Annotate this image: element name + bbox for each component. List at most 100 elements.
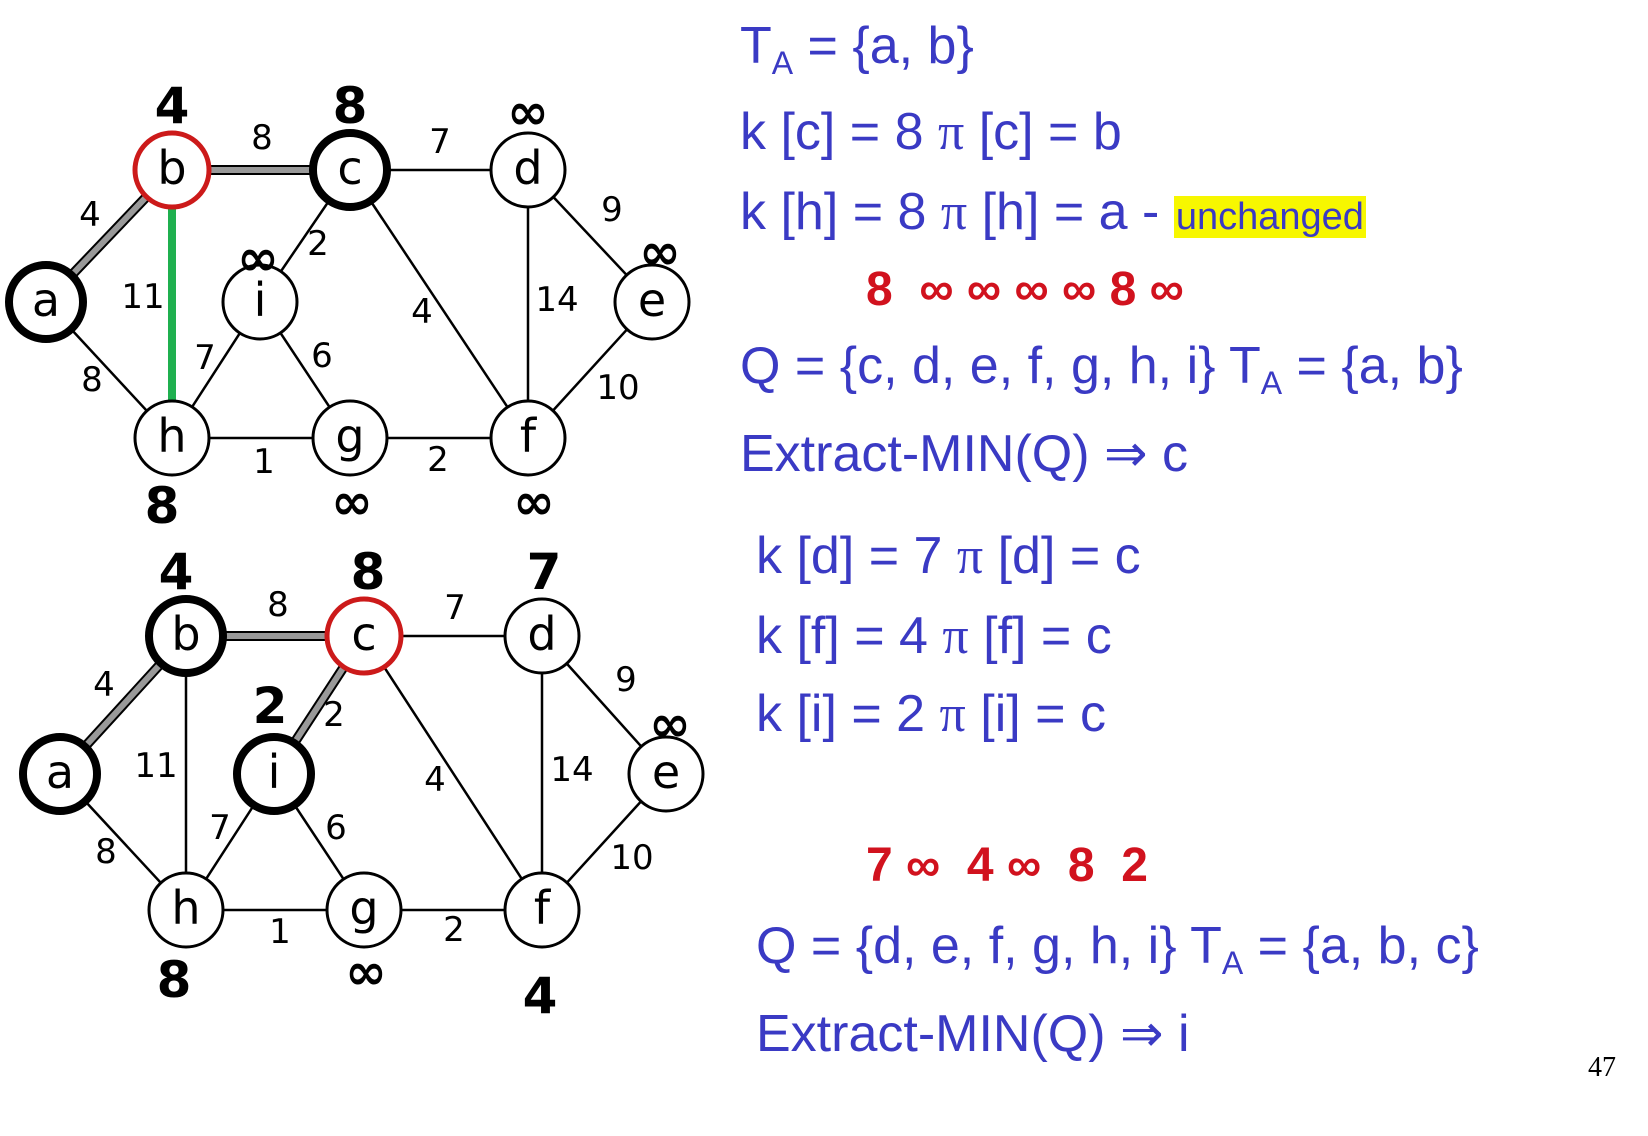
edge-weight-c-d: 7	[429, 122, 451, 162]
key-label-d: ∞	[507, 83, 549, 141]
node-label-b: b	[171, 607, 200, 661]
ta-prefix: T	[740, 17, 772, 75]
edge-weight-i-g: 6	[325, 808, 347, 848]
node-h	[133, 399, 211, 477]
edge-weight-c-i: 2	[307, 224, 329, 264]
node-c	[324, 596, 404, 676]
edge-weight-a-h: 8	[95, 832, 117, 872]
node-e	[613, 263, 691, 341]
edge-weight-c-d: 7	[444, 588, 466, 628]
key-h-line: k [h] = 8 π [h] = a - unchanged	[740, 182, 1366, 242]
key-c-line: k [c] = 8 π [c] = b	[740, 102, 1122, 162]
queue-line-2: Q = {d, e, f, g, h, i} TA = {a, b, c}	[756, 916, 1479, 979]
key-d-line: k [d] = 7 π [d] = c	[756, 526, 1141, 586]
queue-set: Q = {c, d, e, f, g, h, i} T	[740, 337, 1261, 395]
key-f-value: k [f] = 4	[756, 607, 943, 665]
node-e	[627, 735, 705, 813]
edge-weight-e-f: 10	[596, 368, 639, 408]
key-i-line: k [i] = 2 π [i] = c	[756, 684, 1106, 744]
edge-weight-h-i: 7	[194, 338, 216, 378]
node-d	[489, 131, 567, 209]
node-g	[325, 871, 403, 949]
ta-set: = {a, b}	[793, 17, 974, 75]
node-label-e: e	[638, 273, 666, 327]
node-label-c: c	[351, 607, 376, 661]
edge-weight-b-c: 8	[267, 585, 289, 625]
node-f	[503, 871, 581, 949]
node-b	[145, 595, 227, 677]
edge-weight-d-e: 9	[601, 190, 623, 230]
key-label-i: 2	[253, 677, 288, 735]
key-c-value: k [c] = 8	[740, 103, 938, 161]
edge-weight-a-b: 4	[79, 195, 101, 235]
key-i-value: k [i] = 2	[756, 685, 940, 743]
pi-symbol: π	[942, 608, 969, 665]
key-label-f: 4	[523, 967, 558, 1025]
key-label-g: ∞	[345, 943, 387, 1001]
pi-f-value: [f] = c	[968, 607, 1112, 665]
edge-weight-c-f: 4	[424, 760, 446, 800]
node-a	[19, 733, 101, 815]
pi-symbol: π	[937, 104, 965, 161]
ta-set: = {a, b}	[1282, 337, 1463, 395]
key-label-i: ∞	[237, 229, 279, 287]
node-label-h: h	[171, 881, 200, 935]
edge-weight-a-b: 4	[93, 665, 115, 705]
edge-weight-b-h: 11	[121, 277, 164, 317]
edge-weight-c-i: 2	[323, 695, 345, 735]
pi-symbol: π	[940, 184, 968, 241]
key-label-b: 4	[155, 77, 190, 135]
node-i	[233, 733, 315, 815]
node-label-a: a	[32, 273, 60, 327]
node-label-g: g	[335, 409, 364, 463]
ta-line-1: TA = {a, b}	[740, 16, 974, 79]
key-label-c: 8	[333, 77, 368, 135]
edge-weight-d-f: 14	[535, 280, 578, 320]
unchanged-highlight: unchanged	[1173, 196, 1366, 238]
node-c	[309, 129, 391, 211]
key-label-f: ∞	[513, 473, 555, 531]
edge-c-f	[348, 169, 530, 439]
key-h-value: k [h] = 8	[740, 183, 941, 241]
edge-weight-a-h: 8	[81, 360, 103, 400]
edge-weight-h-i: 7	[209, 808, 231, 848]
slide-number: 47	[1588, 1052, 1616, 1083]
pi-symbol: π	[939, 686, 966, 743]
key-label-b: 4	[159, 543, 194, 601]
key-label-e: ∞	[639, 223, 681, 281]
node-label-e: e	[652, 745, 680, 799]
keys-row-1: 8 ∞ ∞ ∞ ∞ 8 ∞	[866, 263, 1184, 316]
edge-weight-g-f: 2	[443, 910, 465, 950]
key-label-h: 8	[145, 477, 180, 535]
pi-c-value: [c] = b	[964, 103, 1122, 161]
node-label-d: d	[527, 607, 556, 661]
node-a	[5, 261, 87, 343]
ta-set: = {a, b, c}	[1243, 917, 1479, 975]
edge-weight-g-f: 2	[427, 440, 449, 480]
node-i	[221, 263, 299, 341]
edge-weight-h-g: 1	[253, 442, 275, 482]
extract-min-line-1: Extract-MIN(Q) ⇒ c	[740, 425, 1188, 483]
keys-row-2: 7 ∞ 4 ∞ 8 2	[866, 839, 1148, 892]
node-d	[503, 597, 581, 675]
node-label-c: c	[337, 141, 362, 195]
edge-weight-e-f: 10	[610, 838, 653, 878]
ta-subscript: A	[771, 45, 794, 82]
node-label-a: a	[46, 745, 74, 799]
edge-weight-h-g: 1	[269, 912, 291, 952]
edge-weight-d-e: 9	[615, 660, 637, 700]
node-label-i: i	[268, 745, 281, 799]
edge-weight-c-f: 4	[411, 292, 433, 332]
pi-i-value: [i] = c	[965, 685, 1106, 743]
ta-subscript: A	[1221, 945, 1244, 982]
key-f-line: k [f] = 4 π [f] = c	[756, 606, 1112, 666]
key-label-e: ∞	[649, 695, 691, 753]
node-label-f: f	[534, 881, 552, 935]
node-g	[311, 399, 389, 477]
edge-weight-d-f: 14	[550, 750, 593, 790]
queue-line-1: Q = {c, d, e, f, g, h, i} TA = {a, b}	[740, 336, 1463, 399]
pi-h-value: [h] = a -	[967, 183, 1174, 241]
extract-min-line-2: Extract-MIN(Q) ⇒ i	[756, 1005, 1190, 1063]
